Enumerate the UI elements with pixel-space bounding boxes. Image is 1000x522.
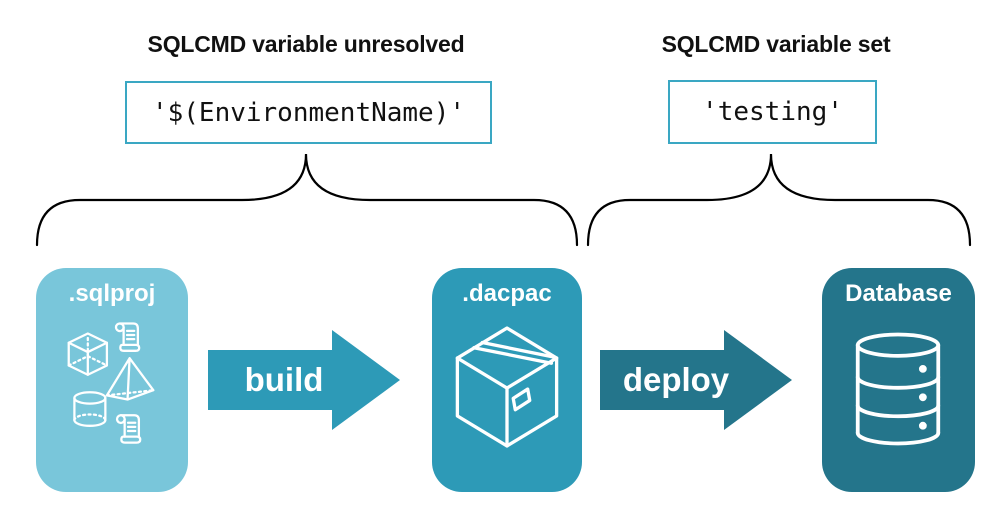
deploy-arrow: deploy: [600, 330, 792, 430]
sql-objects-icon: [67, 322, 155, 444]
package-box-icon: [455, 326, 559, 448]
cylinder-icon: [73, 391, 107, 427]
scroll-icon: [115, 414, 142, 444]
build-arrow-label: build: [244, 361, 324, 398]
heading-sqlcmd-unresolved: SQLCMD variable unresolved: [147, 31, 465, 57]
node-database-label: Database: [845, 280, 952, 307]
cube-icon: [67, 332, 109, 376]
code-value-unresolved: '$(EnvironmentName)': [151, 97, 466, 128]
deploy-arrow-shape: [600, 330, 792, 430]
node-sqlproj: .sqlproj: [36, 268, 188, 492]
build-arrow: build: [208, 330, 400, 430]
node-database: Database: [822, 268, 975, 492]
left-curly-brace: [35, 153, 579, 247]
node-dacpac: .dacpac: [432, 268, 582, 492]
database-dot: [918, 364, 927, 373]
heading-sqlcmd-set: SQLCMD variable set: [661, 31, 891, 57]
node-dacpac-label: .dacpac: [462, 280, 552, 307]
database-dot: [918, 421, 927, 430]
code-box-testing-value: 'testing': [668, 80, 877, 144]
pyramid-icon: [105, 357, 155, 401]
database-dot: [918, 393, 927, 402]
right-curly-brace: [586, 153, 972, 247]
node-sqlproj-label: .sqlproj: [68, 280, 156, 307]
code-value-set: 'testing': [702, 97, 843, 127]
deploy-arrow-label: deploy: [622, 361, 730, 398]
code-box-environment-variable: '$(EnvironmentName)': [125, 81, 492, 144]
build-arrow-shape: [208, 330, 400, 430]
database-icon: [855, 332, 941, 446]
scroll-icon: [114, 322, 141, 352]
